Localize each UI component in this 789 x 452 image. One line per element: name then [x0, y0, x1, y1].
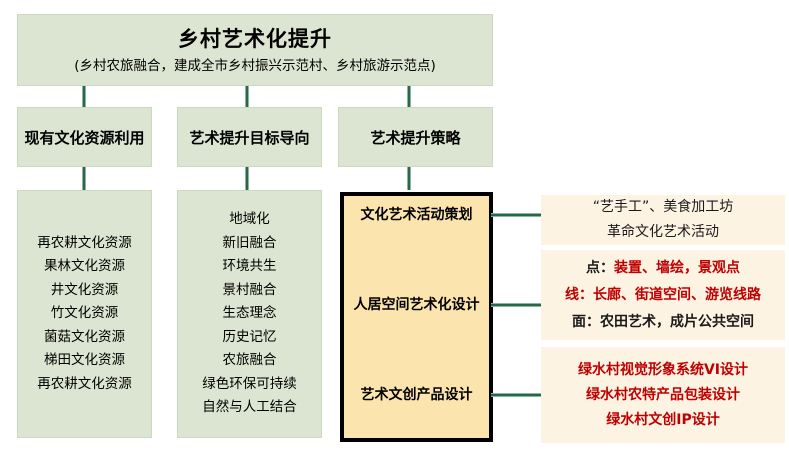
detail-line-text: 长廊、街道空间、游览线路 — [593, 286, 761, 303]
detail-line-text: 装置、墙绘，景观点 — [614, 259, 740, 276]
goal-list-box: 地域化 新旧融合 环境共生 景村融合 生态理念 历史记忆 农旅融合 绿色环保可持… — [177, 190, 322, 438]
vertical-connector-strategy-list — [407, 167, 411, 190]
branch-box-strategy: 艺术提升策略 — [338, 107, 493, 167]
branch-box-resources: 现有文化资源利用 — [17, 107, 152, 167]
list-item: 生态理念 — [222, 305, 277, 322]
list-item: 井文化资源 — [50, 281, 119, 298]
detail-line-text: 农田艺术，成片公共空间 — [600, 313, 754, 330]
detail-line-label: 线： — [565, 286, 593, 303]
list-item: 再农耕文化资源 — [37, 375, 132, 392]
strategy-item-space-design: 人居空间艺术化设计 — [353, 297, 480, 313]
detail-box-activities: “艺手工”、美食加工坊 革命文化艺术活动 — [541, 195, 785, 245]
detail-line: 绿水村农特产品包装设计 — [586, 386, 740, 403]
horizontal-connector-products — [491, 393, 541, 397]
detail-box-space-design: 点：装置、墙绘，景观点 线：长廊、街道空间、游览线路 面：农田艺术，成片公共空间 — [541, 250, 785, 340]
vertical-connector-resources-list — [82, 167, 86, 190]
branch-label-goals: 艺术提升目标导向 — [189, 128, 310, 147]
detail-line: 革命文化艺术活动 — [607, 224, 719, 240]
vertical-connector-root-goals — [245, 86, 249, 107]
detail-line: 绿水村文创IP设计 — [606, 411, 720, 428]
detail-line: 线：长廊、街道空间、游览线路 — [565, 282, 761, 309]
list-item: 环境共生 — [222, 258, 277, 275]
resource-list-box: 再农耕文化资源 果林文化资源 井文化资源 竹文化资源 菌菇文化资源 梯田文化资源… — [17, 190, 152, 438]
branch-label-strategy: 艺术提升策略 — [370, 128, 461, 147]
detail-box-products: 绿水村视觉形象系统VI设计 绿水村农特产品包装设计 绿水村文创IP设计 — [541, 347, 785, 443]
strategy-item-product-design: 艺术文创产品设计 — [360, 387, 473, 403]
root-box: 乡村艺术化提升 (乡村农旅融合，建成全市乡村振兴示范村、乡村旅游示范点) — [17, 14, 493, 86]
list-item: 历史记忆 — [222, 328, 277, 345]
detail-line: 点：装置、墙绘，景观点 — [586, 255, 740, 282]
strategy-item-activity-planning: 文化艺术活动策划 — [360, 207, 473, 223]
horizontal-connector-activities — [491, 213, 541, 217]
root-title: 乡村艺术化提升 — [178, 27, 332, 51]
list-item: 景村融合 — [222, 281, 277, 298]
vertical-connector-root-strategy — [407, 86, 411, 107]
list-item: 果林文化资源 — [44, 258, 125, 275]
list-item: 农旅融合 — [222, 352, 277, 369]
vertical-connector-goals-list — [245, 167, 249, 190]
strategy-box: 文化艺术活动策划 人居空间艺术化设计 艺术文创产品设计 — [340, 192, 493, 442]
horizontal-connector-space-design — [491, 303, 541, 307]
list-item: 地域化 — [229, 211, 270, 228]
detail-line-label: 点： — [586, 259, 614, 276]
vertical-connector-root-resources — [82, 86, 86, 107]
detail-line: “艺手工”、美食加工坊 — [592, 199, 734, 215]
list-item: 自然与人工结合 — [202, 399, 297, 416]
list-item: 新旧融合 — [222, 234, 277, 251]
list-item: 再农耕文化资源 — [37, 234, 132, 251]
list-item: 菌菇文化资源 — [44, 328, 125, 345]
detail-line: 面：农田艺术，成片公共空间 — [572, 309, 754, 336]
detail-line: 绿水村视觉形象系统VI设计 — [577, 361, 749, 378]
root-subtitle: (乡村农旅融合，建成全市乡村振兴示范村、乡村旅游示范点) — [74, 58, 436, 74]
list-item: 绿色环保可持续 — [202, 375, 297, 392]
branch-box-goals: 艺术提升目标导向 — [177, 107, 322, 167]
list-item: 梯田文化资源 — [44, 352, 125, 369]
list-item: 竹文化资源 — [50, 305, 119, 322]
detail-line-label: 面： — [572, 313, 600, 330]
branch-label-resources: 现有文化资源利用 — [24, 128, 145, 147]
